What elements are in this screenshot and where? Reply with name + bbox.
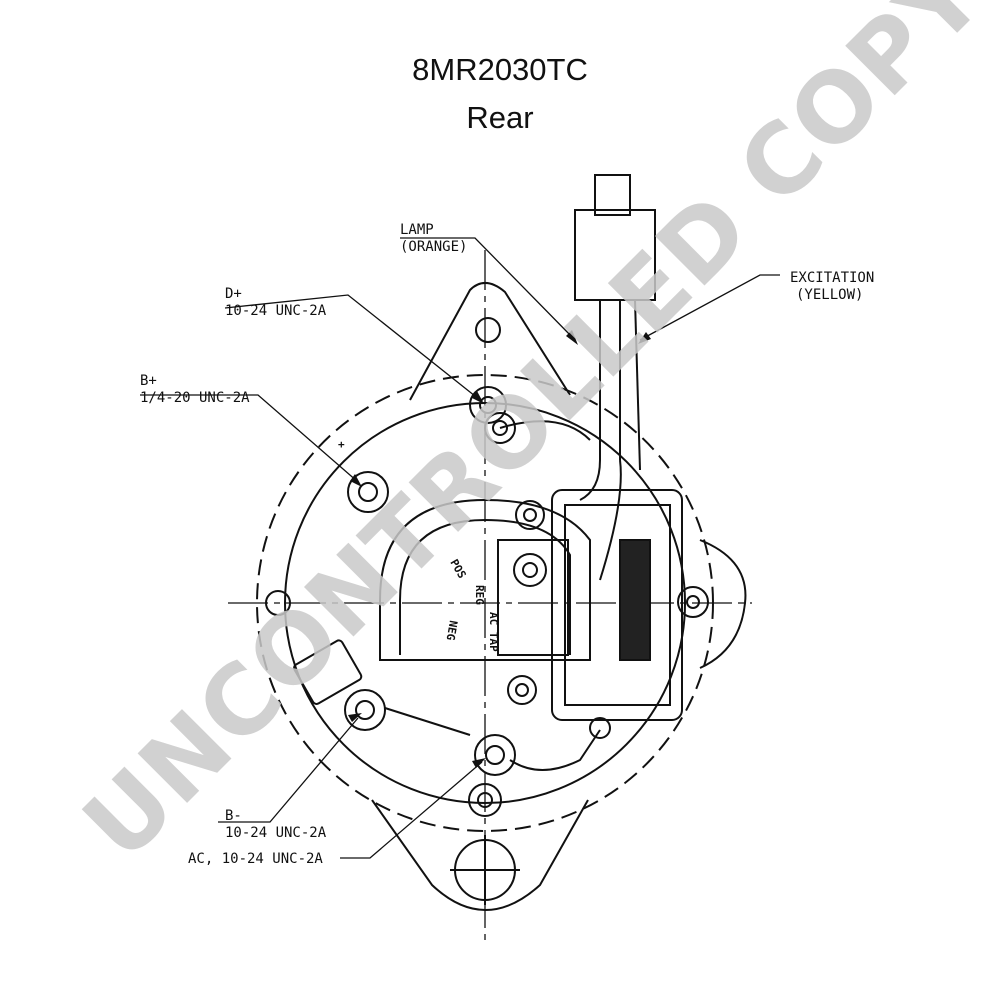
lamp-label-line2: (ORANGE) (400, 239, 467, 255)
housing-outline (256, 374, 714, 832)
plus-sign: + (338, 438, 345, 451)
d-plus-stud (469, 386, 507, 424)
b-minus-label-line1: B- (225, 808, 242, 824)
d-plus-label-line1: D+ (225, 286, 242, 302)
b-plus-label-line1: B+ (140, 373, 157, 389)
top-mounting-ear (409, 282, 571, 401)
left-connector (293, 639, 363, 705)
top-wire-connector (574, 174, 656, 581)
excitation-leader (639, 274, 780, 341)
d-plus-label-line2: 10-24 UNC-2A (225, 303, 327, 319)
ac-tap-label: AC TAP (487, 612, 500, 652)
b-plus-label-line2: 1/4-20 UNC-2A (140, 390, 250, 406)
bottom-mounting-ear (371, 799, 589, 911)
b-minus-wire (384, 707, 471, 736)
b-plus-stud (347, 471, 389, 513)
regulator-module (497, 489, 683, 721)
center-lines (228, 250, 752, 940)
reg-label: REG (473, 585, 486, 605)
ac-stud (474, 734, 516, 776)
model-title: 8MR2030TC (412, 52, 588, 87)
regulator-housing (379, 498, 591, 661)
housing-inner-ring (284, 402, 686, 804)
callout-arrowheads (348, 330, 651, 768)
d-plus-leader (224, 294, 481, 401)
ac-label: AC, 10-24 UNC-2A (188, 851, 323, 867)
b-minus-stud (344, 689, 386, 731)
b-plus-leader (140, 394, 359, 483)
excitation-label-line1: EXCITATION (790, 270, 874, 286)
b-minus-leader (218, 717, 359, 823)
view-subtitle: Rear (466, 100, 534, 135)
b-minus-label-line2: 10-24 UNC-2A (225, 825, 327, 841)
uncontrolled-copy-watermark: UNCONTROLLED COPY (62, 0, 1000, 881)
callout-leaders (140, 237, 780, 859)
ac-wire (509, 729, 601, 771)
left-boss (265, 590, 291, 616)
right-mounting-ear (677, 539, 747, 669)
lamp-label-line1: LAMP (400, 222, 434, 238)
lamp-leader (400, 237, 576, 341)
d-plus-wire (499, 420, 591, 441)
excitation-label-line2: (YELLOW) (796, 287, 863, 303)
callout-labels: LAMP (ORANGE) EXCITATION (YELLOW) D+ 10-… (140, 222, 874, 867)
terminal-studs (344, 386, 611, 817)
ac-leader (340, 761, 483, 859)
neg-label: NEG (444, 619, 460, 641)
